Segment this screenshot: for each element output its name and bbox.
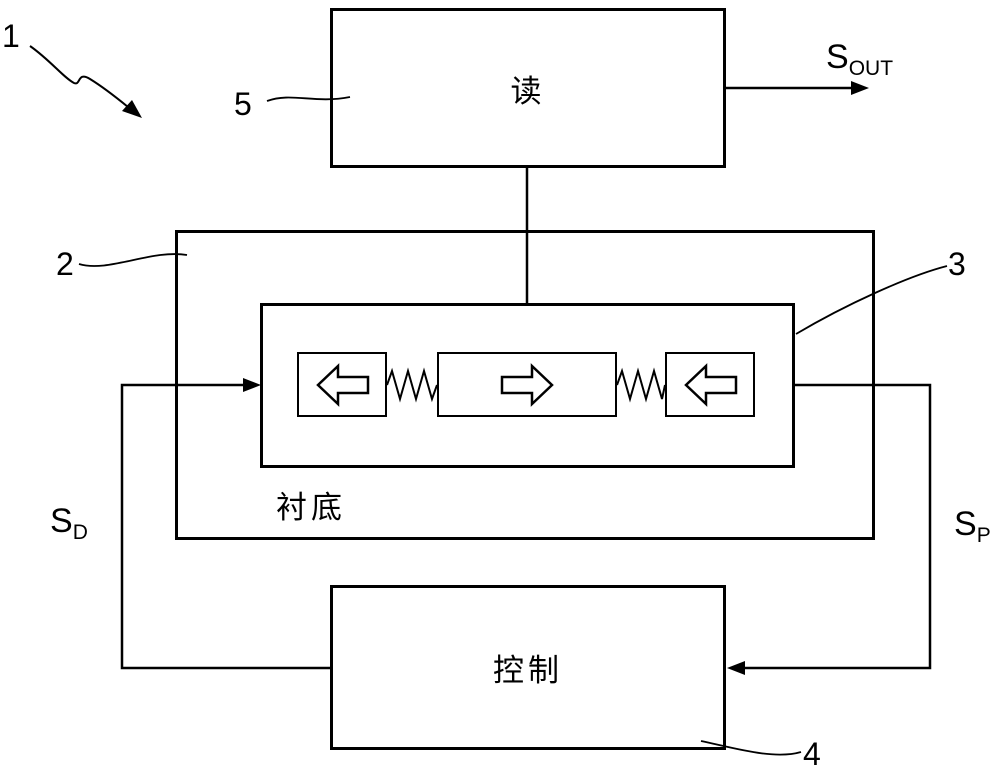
signal-s-p-sub: P: [976, 524, 991, 547]
signal-s-out: SOUT: [826, 40, 893, 79]
leader-line-5: [266, 96, 351, 102]
signal-s-out-base: S: [826, 38, 849, 76]
label-1-arrowhead: [122, 100, 142, 118]
drive-arrowhead: [243, 378, 261, 392]
read-box: 读: [330, 8, 726, 168]
leader-line-2: [78, 253, 188, 267]
signal-s-d-sub: D: [72, 521, 88, 544]
signal-s-p: SP: [954, 507, 991, 546]
ref-label-2: 2: [56, 246, 74, 282]
mass-left-box: [297, 352, 387, 417]
spring-left-icon: [386, 367, 438, 403]
ref-label-5: 5: [234, 86, 252, 122]
ref-label-3: 3: [948, 246, 966, 282]
control-box-label: 控制: [493, 653, 563, 688]
ref-label-1: 1: [2, 18, 20, 54]
ref-label-4: 4: [803, 736, 821, 772]
label-1-pointer-line: [29, 45, 129, 108]
mass-center-arrow-icon: [500, 363, 554, 407]
resonator-box: [260, 303, 795, 468]
drive-signal-line: [120, 383, 330, 670]
signal-s-d: SD: [50, 504, 88, 543]
substrate-box: [175, 230, 875, 540]
leader-line-3: [795, 265, 948, 335]
signal-s-out-sub: OUT: [848, 57, 894, 80]
mass-left-arrow-icon: [316, 363, 370, 407]
control-box: 控制: [330, 585, 726, 750]
sout-arrowhead: [851, 81, 869, 95]
signal-s-d-base: S: [50, 502, 73, 540]
spring-right-icon: [616, 367, 666, 403]
pickup-arrowhead: [727, 661, 745, 675]
leader-line-4: [700, 740, 802, 756]
read-box-label: 读: [510, 73, 546, 109]
mass-right-box: [665, 352, 755, 417]
substrate-label: 衬底: [276, 490, 346, 525]
signal-s-p-base: S: [954, 505, 977, 543]
mass-right-arrow-icon: [684, 363, 738, 407]
mass-center-box: [437, 352, 617, 417]
pickup-signal-line: [744, 383, 932, 670]
